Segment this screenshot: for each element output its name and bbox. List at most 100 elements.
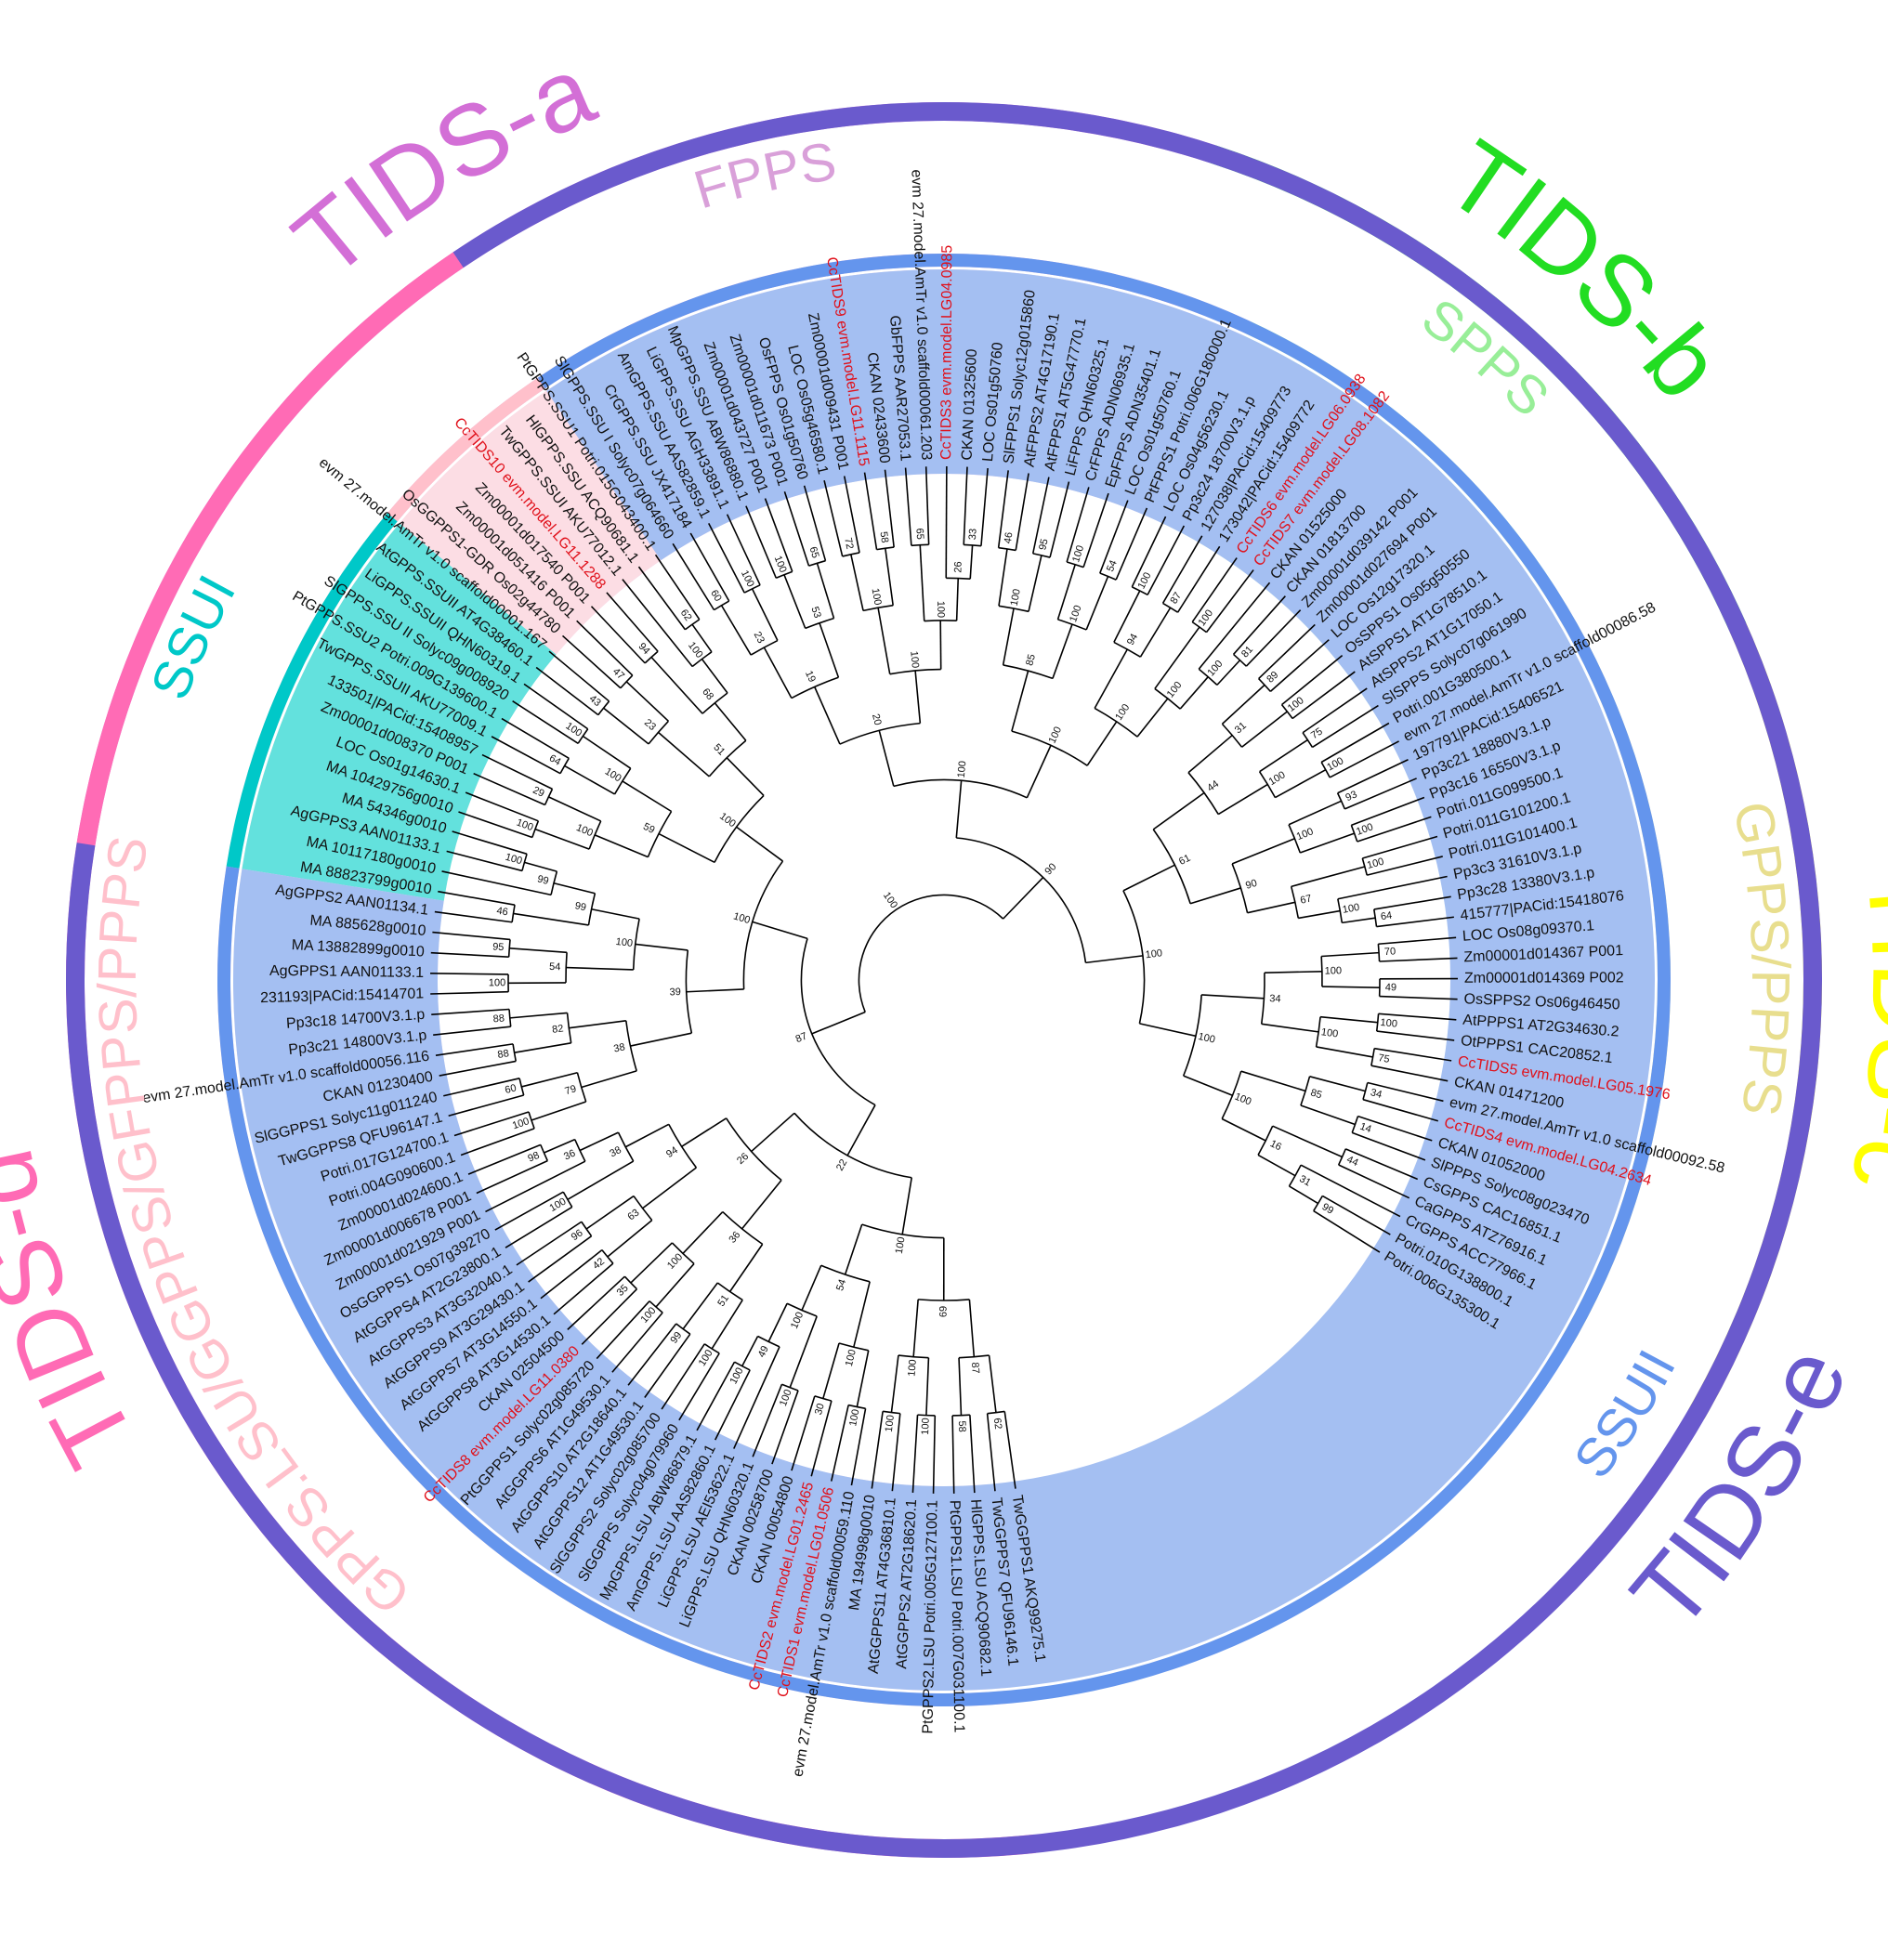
branch bbox=[988, 1354, 997, 1413]
bootstrap-value: 87 bbox=[794, 1030, 809, 1045]
leaf-label: CKAN 01325600 bbox=[960, 348, 980, 461]
branch-arc bbox=[1113, 641, 1141, 658]
branch bbox=[531, 1101, 586, 1121]
bootstrap-value: 88 bbox=[497, 1048, 510, 1061]
branch bbox=[434, 910, 513, 923]
branch-arc bbox=[987, 1410, 1005, 1415]
bootstrap-value: 95 bbox=[492, 941, 505, 953]
branch-arc bbox=[1337, 898, 1344, 923]
branch bbox=[998, 548, 1008, 607]
branch bbox=[720, 605, 752, 656]
bootstrap-value: 100 bbox=[515, 817, 534, 834]
branch bbox=[642, 1167, 697, 1209]
bootstrap-value: 75 bbox=[1377, 1052, 1390, 1065]
branch-arc bbox=[1288, 824, 1302, 854]
branch bbox=[912, 1299, 919, 1357]
branch bbox=[467, 1143, 542, 1175]
bootstrap-value: 100 bbox=[1205, 659, 1225, 679]
bootstrap-value: 62 bbox=[678, 608, 694, 623]
subgroup-label-gpps-ppps: GPPS/PPPS bbox=[1722, 797, 1801, 1119]
branch bbox=[751, 588, 779, 641]
branch bbox=[1376, 916, 1454, 928]
bootstrap-value: 68 bbox=[700, 686, 715, 702]
branch-arc bbox=[512, 1043, 518, 1062]
branch-arc bbox=[528, 1111, 535, 1130]
branch bbox=[863, 472, 878, 550]
bootstrap-value: 100 bbox=[1197, 1031, 1216, 1046]
branch bbox=[430, 973, 509, 975]
branch-arc bbox=[946, 577, 971, 580]
branch-arc bbox=[742, 860, 784, 989]
bootstrap-value: 88 bbox=[492, 1013, 505, 1025]
branch bbox=[548, 650, 610, 702]
branch bbox=[801, 1264, 822, 1311]
bootstrap-value: 100 bbox=[1145, 947, 1163, 960]
bootstrap-value: 60 bbox=[708, 588, 724, 604]
branch-arc bbox=[691, 651, 713, 668]
branch bbox=[1115, 507, 1148, 581]
branch bbox=[607, 1219, 653, 1258]
branch bbox=[1299, 832, 1355, 854]
branch bbox=[432, 931, 511, 941]
branch bbox=[763, 647, 793, 699]
branch-arc bbox=[1260, 973, 1265, 1025]
branch bbox=[696, 1361, 736, 1431]
branch-arc bbox=[805, 617, 834, 630]
branch bbox=[514, 1042, 571, 1053]
branch-arc bbox=[1257, 1125, 1274, 1156]
bootstrap-value: 51 bbox=[715, 1293, 731, 1309]
branch-arc bbox=[540, 1144, 549, 1161]
branch bbox=[901, 1177, 912, 1235]
branch-arc bbox=[1221, 1070, 1242, 1119]
branch-arc bbox=[1131, 586, 1148, 596]
branch-arc bbox=[1351, 1116, 1359, 1133]
branch-arc bbox=[668, 1123, 698, 1169]
branch bbox=[606, 592, 659, 652]
bootstrap-value: 100 bbox=[1325, 965, 1343, 976]
branch bbox=[771, 1390, 799, 1465]
branch bbox=[509, 947, 568, 954]
branch bbox=[622, 780, 673, 813]
bootstrap-value: 23 bbox=[642, 717, 658, 733]
bootstrap-value: 36 bbox=[727, 1230, 742, 1246]
clade-label-tids-a: TIDS-a bbox=[272, 33, 610, 298]
branch bbox=[914, 670, 922, 724]
branch-arc bbox=[613, 767, 632, 795]
bootstrap-value: 64 bbox=[1380, 910, 1393, 923]
bootstrap-value: 100 bbox=[638, 1305, 658, 1326]
branch bbox=[1362, 1098, 1438, 1122]
branch bbox=[850, 554, 864, 611]
branch-arc bbox=[1258, 771, 1277, 798]
branch bbox=[1176, 545, 1221, 613]
branch bbox=[686, 988, 744, 993]
branch bbox=[783, 574, 806, 629]
bootstrap-value: 16 bbox=[1268, 1138, 1283, 1153]
branch bbox=[611, 1312, 663, 1373]
branch bbox=[1321, 951, 1380, 958]
branch bbox=[681, 1117, 728, 1147]
branch-arc bbox=[964, 543, 982, 547]
branch-arc bbox=[743, 584, 761, 594]
branch bbox=[1312, 704, 1379, 749]
branch bbox=[524, 861, 557, 872]
bootstrap-value: 100 bbox=[870, 587, 884, 606]
branch bbox=[635, 943, 688, 951]
branch-arc bbox=[1320, 956, 1323, 987]
branch-arc bbox=[1187, 772, 1219, 815]
branch-arc bbox=[858, 894, 1004, 1013]
branch-arc bbox=[722, 1210, 764, 1246]
branch bbox=[485, 1160, 586, 1213]
branch-arc bbox=[889, 668, 941, 675]
branch-arc bbox=[1288, 1164, 1302, 1187]
branch-arc bbox=[1221, 723, 1243, 748]
branch-arc bbox=[620, 674, 634, 689]
branch-arc bbox=[1377, 944, 1381, 962]
branch-arc bbox=[521, 854, 528, 871]
bootstrap-value: 94 bbox=[636, 641, 652, 657]
branch bbox=[924, 466, 930, 545]
branch-arc bbox=[716, 1282, 743, 1301]
branch bbox=[430, 951, 509, 958]
branch bbox=[1187, 734, 1233, 774]
branch-arc bbox=[623, 1275, 638, 1290]
